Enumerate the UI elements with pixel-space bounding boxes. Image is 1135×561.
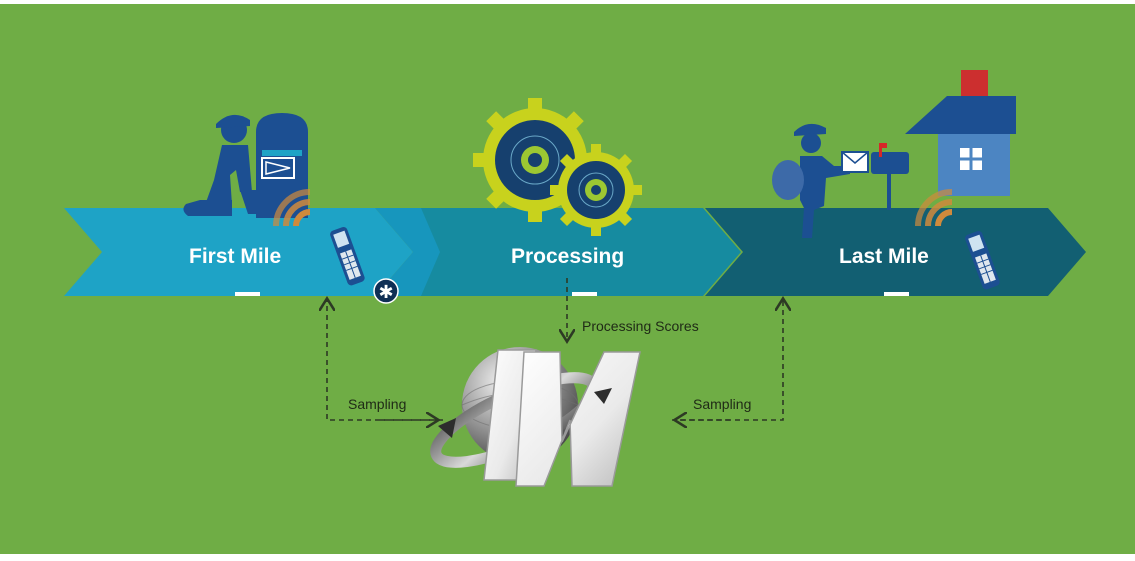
roadside-mailbox-icon xyxy=(871,143,909,210)
stage-label-processing: Processing xyxy=(511,245,625,268)
gears-icon xyxy=(473,98,642,236)
signal-waves-icon xyxy=(915,189,953,227)
stage-label-first-mile: First Mile xyxy=(189,245,282,268)
stage-processing-chevron xyxy=(385,208,741,296)
stage-first-mile-chevron xyxy=(64,208,413,296)
mailbox-icon xyxy=(256,113,308,218)
globe-logo-icon xyxy=(430,347,641,487)
sampling-left-label: Sampling xyxy=(348,396,407,412)
sampling-right-label: Sampling xyxy=(693,396,752,412)
stage-label-last-mile: Last Mile xyxy=(839,245,929,268)
sampling-left-arrow xyxy=(327,300,443,421)
signal-waves-icon xyxy=(273,189,311,227)
asterisk-badge-icon: ✱ xyxy=(373,278,399,304)
stage-marker xyxy=(884,292,909,296)
badge-symbol: ✱ xyxy=(378,282,393,303)
handheld-scanner-icon xyxy=(965,230,1000,290)
stage-marker xyxy=(235,292,260,296)
mail-carrier-icon xyxy=(772,123,869,238)
stage-first-mile-tip xyxy=(375,208,440,296)
house-icon xyxy=(905,70,1016,196)
handheld-scanner-icon xyxy=(330,226,365,286)
stage-marker xyxy=(572,292,597,296)
worker-kneeling-icon xyxy=(183,114,262,216)
connector-arrows xyxy=(327,278,783,420)
processing-scores-label: Processing Scores xyxy=(582,318,699,334)
